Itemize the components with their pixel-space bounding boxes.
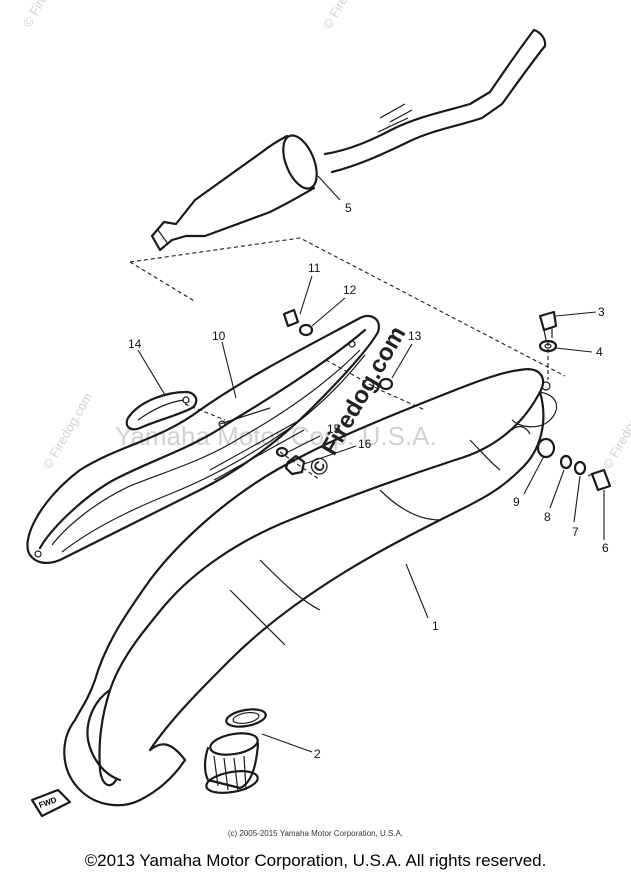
callout-4: 4 — [596, 345, 603, 359]
fwd-arrow: FWD — [30, 788, 72, 818]
part-1-expansion-chamber — [63, 368, 558, 807]
watermark-yamaha: Yamaha Motor Corp. U.S.A. — [115, 421, 437, 451]
callout-7: 7 — [572, 525, 579, 539]
callout-1: 1 — [432, 619, 439, 633]
callout-8: 8 — [544, 510, 551, 524]
watermark-firedog-4: © Firedog.com — [600, 390, 631, 472]
callout-9: 9 — [513, 495, 520, 509]
callout-16: 16 — [358, 437, 372, 451]
callout-12: 12 — [343, 283, 357, 297]
hardware — [275, 308, 612, 492]
callout-3: 3 — [598, 305, 605, 319]
callout-2: 2 — [314, 747, 321, 761]
callout-14: 14 — [128, 337, 142, 351]
callout-6: 6 — [602, 541, 609, 555]
part-14-heat-shield-small — [125, 390, 198, 431]
copyright-small: (c) 2005-2015 Yamaha Motor Corporation, … — [227, 829, 404, 838]
watermark-firedog-3: © Firedog.com — [40, 390, 96, 472]
watermark-layer: © Firedog.com © Firedog.com © Firedog.co… — [20, 0, 631, 472]
watermark-firedog-1: © Firedog.com — [20, 0, 76, 30]
callout-5: 5 — [345, 201, 352, 215]
part-5-silencer — [150, 28, 547, 252]
callout-numbers: 5 11 12 3 4 14 10 13 15 16 9 8 7 6 1 2 — [128, 201, 609, 761]
leader-lines — [137, 175, 605, 753]
copyright-main: ©2013 Yamaha Motor Corporation, U.S.A. A… — [84, 851, 547, 870]
callout-11: 11 — [308, 261, 321, 275]
assembly-lines — [129, 237, 566, 481]
part-10-heat-protector — [26, 314, 380, 564]
callout-15: 15 — [327, 422, 341, 436]
callout-13: 13 — [408, 329, 422, 343]
watermark-firedog-2: © Firedog.com — [320, 0, 376, 32]
part-2-exhaust-joint — [203, 708, 267, 794]
callout-10: 10 — [212, 329, 226, 343]
